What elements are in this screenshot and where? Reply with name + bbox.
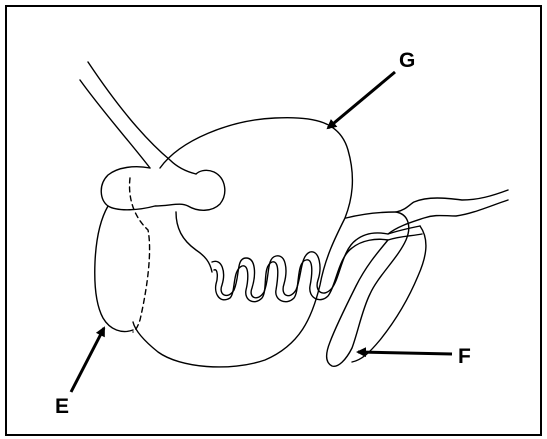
curved-tube-f-outer [352, 226, 426, 362]
label-g: G [399, 50, 415, 71]
upper-duct-inner [80, 80, 150, 168]
left-lobe [95, 206, 133, 332]
inner-fold [176, 212, 212, 272]
arrow-g [328, 72, 395, 128]
label-e: E [55, 396, 69, 417]
curved-tube-f [327, 212, 409, 366]
large-gland-body [133, 118, 352, 367]
arrow-f [358, 352, 452, 354]
coiled-tube-outer [212, 226, 420, 298]
arrow-e [71, 328, 104, 392]
dashed-boundary [130, 178, 150, 332]
right-duct-outer [346, 190, 508, 218]
head-lobe [101, 167, 225, 211]
label-f: F [458, 346, 471, 367]
